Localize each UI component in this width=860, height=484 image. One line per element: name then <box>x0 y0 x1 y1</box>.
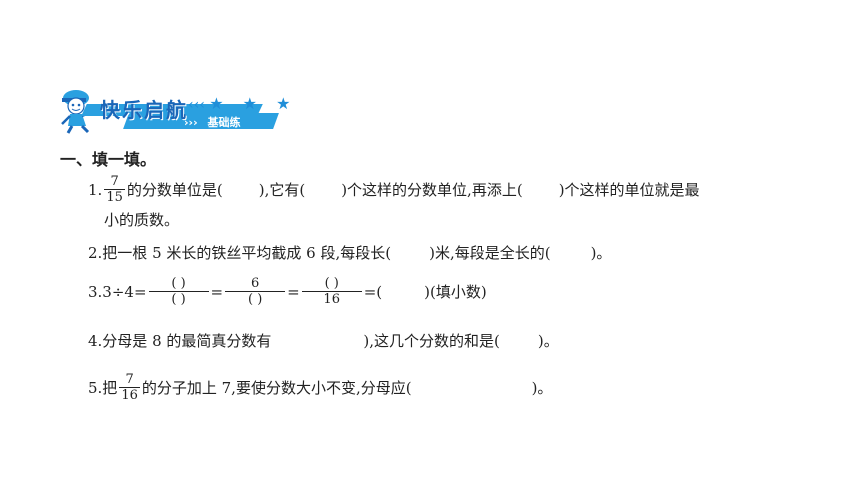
fraction-bar <box>225 291 286 292</box>
fraction: ( ) 16 <box>301 276 362 307</box>
question-text: 3.3÷4= <box>88 282 147 301</box>
question-number: 1. <box>88 180 103 199</box>
fraction-numerator[interactable]: ( ) <box>324 276 339 291</box>
fraction-numerator: 7 <box>110 174 119 189</box>
question-1: 1. 7 15 的分数单位是( ),它有( )个这样的分数单位,再添上( )个这… <box>88 174 700 205</box>
question-1-continued: 小的质数。 <box>104 211 180 229</box>
question-text: )个这样的单位就是最 <box>558 181 700 199</box>
banner-arrows-right: ››› <box>184 116 198 129</box>
question-text: 5.把 <box>88 379 118 397</box>
question-text: 的分子加上 7,要使分数大小不变,分母应( <box>141 379 412 397</box>
question-text: )个这样的分数单位,再添上( <box>341 181 523 199</box>
question-5: 5.把 7 16 的分子加上 7,要使分数大小不变,分母应( )。 <box>88 372 552 403</box>
star-icon: ★ ★ ★ <box>209 94 298 113</box>
section-banner: 快乐启航 ‹‹‹ ★ ★ ★ ››› 基础练 <box>56 86 290 134</box>
fraction-denominator: 16 <box>323 292 340 307</box>
question-2: 2.把一根 5 米长的铁丝平均截成 6 段,每段长( )米,每段是全长的( )。 <box>88 242 611 263</box>
fraction: ( ) ( ) <box>148 276 209 307</box>
fraction-bar <box>301 291 362 292</box>
fraction-denominator: 16 <box>121 388 138 403</box>
banner-subtitle: ››› 基础练 <box>184 114 240 130</box>
fraction-numerator: 7 <box>125 372 134 387</box>
fraction-denominator[interactable]: ( ) <box>247 292 263 307</box>
equals-sign: = <box>210 282 224 301</box>
fraction-bar <box>104 189 125 190</box>
fraction-denominator: 15 <box>106 190 123 205</box>
question-text: 4.分母是 8 的最简真分数有 <box>88 332 272 350</box>
fraction-bar <box>148 291 209 292</box>
question-text: 2.把一根 5 米长的铁丝平均截成 6 段,每段长( <box>88 244 392 262</box>
question-3: 3.3÷4= ( ) ( ) = 6 ( ) = ( ) 16 =( )(填小数… <box>88 276 487 307</box>
banner-arrows-left: ‹‹‹ <box>188 97 205 113</box>
section-title: 一、填一填。 <box>60 150 157 169</box>
question-4: 4.分母是 8 的最简真分数有 ),这几个分数的和是( )。 <box>88 330 559 351</box>
fraction-denominator[interactable]: ( ) <box>171 292 186 307</box>
question-text: )。 <box>531 379 553 397</box>
fraction: 6 ( ) <box>225 276 286 307</box>
fraction: 7 16 <box>119 372 140 403</box>
equals-sign: = <box>287 282 300 301</box>
banner-subtitle-text: 基础练 <box>207 116 241 129</box>
fraction: 7 15 <box>104 174 125 205</box>
question-text: )。 <box>590 244 612 262</box>
question-text: )。 <box>537 332 559 350</box>
question-text: )米,每段是全长的( <box>429 244 551 262</box>
fraction-numerator: 6 <box>250 276 260 291</box>
banner-decoration: ‹‹‹ ★ ★ ★ <box>188 94 297 113</box>
question-text: 的分数单位是( <box>126 181 223 199</box>
banner-title: 快乐启航 <box>100 98 188 122</box>
question-text: )(填小数) <box>424 283 487 301</box>
fraction-bar <box>119 387 140 388</box>
fraction-numerator[interactable]: ( ) <box>171 276 186 291</box>
question-text: ),这几个分数的和是( <box>363 332 500 350</box>
equals-sign: =( <box>363 282 383 301</box>
question-text: ),它有( <box>258 181 306 199</box>
